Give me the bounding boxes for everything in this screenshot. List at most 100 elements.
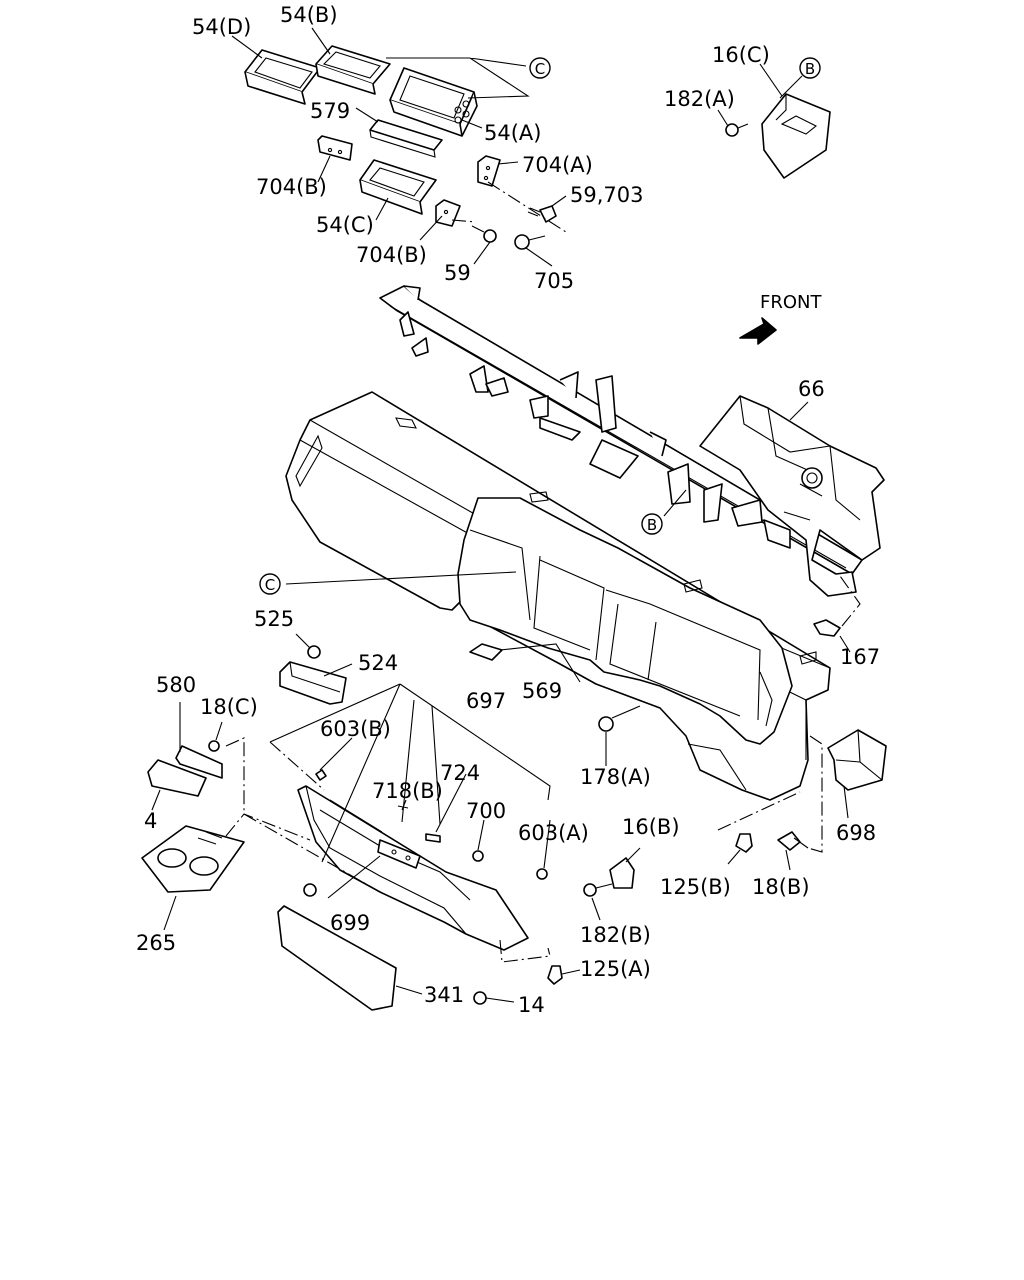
pocket-54d <box>244 49 321 105</box>
label-59: 59 <box>444 261 471 285</box>
label-18c: 18(C) <box>200 695 258 719</box>
label-182b: 182(B) <box>580 923 651 947</box>
bracket-704b-lower <box>435 199 461 227</box>
clip-125b <box>735 833 753 853</box>
label-704b-upper: 704(B) <box>256 175 327 199</box>
alignment-line-603b <box>269 741 325 791</box>
leader-579 <box>355 107 379 123</box>
alignment-line-top <box>487 181 567 233</box>
leader-167 <box>839 635 851 653</box>
leader-700 <box>477 819 485 851</box>
leader-718b <box>401 799 407 811</box>
clip-603b <box>315 769 327 781</box>
clip-603a <box>536 868 548 880</box>
pocket-54a <box>389 67 478 137</box>
leader-54b <box>311 27 331 55</box>
bracket-16b <box>609 857 635 889</box>
label-697: 697 <box>466 689 506 713</box>
screw-59 <box>471 225 497 243</box>
label-603a: 603(A) <box>518 821 589 845</box>
leader-c-mid <box>285 571 517 585</box>
alignment-line-125b <box>717 791 801 831</box>
label-54c: 54(C) <box>316 213 374 237</box>
bracket-580 <box>175 745 223 779</box>
label-579: 579 <box>310 99 350 123</box>
label-4: 4 <box>144 809 157 833</box>
screw-59-703 <box>527 205 557 223</box>
label-341: 341 <box>424 983 464 1007</box>
label-704a: 704(A) <box>522 153 593 177</box>
label-524: 524 <box>358 651 398 675</box>
leader-603a <box>543 819 551 869</box>
leader-182a <box>717 109 729 127</box>
label-59-703: 59,703 <box>570 183 643 207</box>
label-580: 580 <box>156 673 196 697</box>
leader-b-mid <box>663 489 687 517</box>
leader-182b <box>591 897 601 921</box>
label-704b-lower: 704(B) <box>356 243 427 267</box>
callout-c-top: C <box>529 57 551 79</box>
front-arrow-icon <box>739 317 777 345</box>
label-705: 705 <box>534 269 574 293</box>
label-167: 167 <box>840 645 880 669</box>
label-54d: 54(D) <box>192 15 251 39</box>
alignment-line-265 <box>225 813 311 841</box>
label-569: 569 <box>522 679 562 703</box>
label-718b: 718(B) <box>372 779 443 803</box>
leader-b-top <box>779 75 803 99</box>
screw-14 <box>473 991 487 1005</box>
leader-14 <box>485 997 515 1003</box>
leader-18c <box>215 721 223 741</box>
leader-c-top <box>386 57 530 99</box>
screw-525 <box>307 645 321 659</box>
pocket-54b <box>315 45 391 95</box>
alignment-line-167 <box>839 575 861 627</box>
leader-59 <box>473 241 491 265</box>
leader-265 <box>163 895 177 931</box>
leader-524 <box>323 663 353 677</box>
leader-697 <box>269 683 551 863</box>
lid-341 <box>277 905 397 1011</box>
leader-54d <box>231 35 263 59</box>
glove-box-699 <box>297 785 529 951</box>
pad-724 <box>425 833 441 843</box>
callout-b-mid: B <box>641 513 663 535</box>
alignment-line-125a <box>499 939 551 963</box>
clip-125a <box>547 965 563 985</box>
leader-16c <box>759 63 783 97</box>
bracket-698 <box>827 729 887 791</box>
screw-18c <box>208 740 220 752</box>
alignment-line-698 <box>807 735 823 853</box>
label-700: 700 <box>466 799 506 823</box>
label-54b: 54(B) <box>280 3 338 27</box>
leader-4 <box>151 789 161 811</box>
bracket-524 <box>279 661 347 705</box>
label-18b: 18(B) <box>752 875 810 899</box>
plate-579 <box>369 119 443 158</box>
label-125b: 125(B) <box>660 875 731 899</box>
leader-54a <box>461 119 483 129</box>
leader-698 <box>843 785 849 819</box>
label-54a: 54(A) <box>484 121 541 145</box>
front-label: FRONT <box>760 292 822 313</box>
label-178a: 178(A) <box>580 765 651 789</box>
svg-text:B: B <box>805 60 815 78</box>
alignment-line-580 <box>225 737 245 814</box>
label-603b: 603(B) <box>320 717 391 741</box>
leader-603b <box>319 737 353 771</box>
nut-178a <box>598 705 641 732</box>
label-125a: 125(A) <box>580 957 651 981</box>
svg-text:C: C <box>265 576 275 594</box>
alignment-line-glovebox <box>243 813 381 893</box>
bracket-704a <box>477 155 501 187</box>
bracket-704b-upper <box>317 135 353 161</box>
screw-705 <box>514 234 546 250</box>
leader-341 <box>395 985 423 995</box>
screw-182b <box>583 883 613 897</box>
leader-525 <box>295 633 311 649</box>
leader-59-703 <box>551 195 567 207</box>
bolt-18b <box>777 831 809 851</box>
cover-16c <box>761 93 831 179</box>
callout-b-top: B <box>799 57 821 79</box>
